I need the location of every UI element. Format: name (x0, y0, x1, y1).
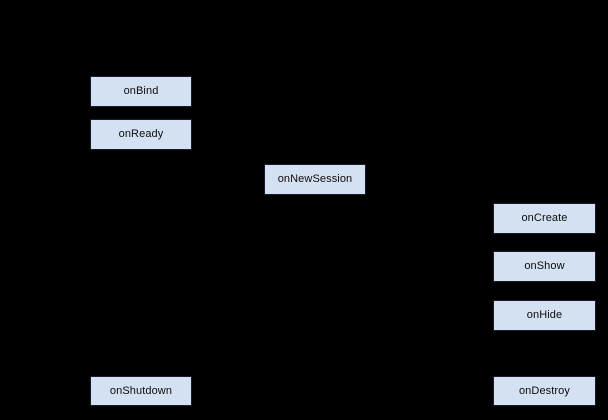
edge-onnewsession-oncreate (366, 218, 493, 219)
edge-oncreate-onshow (544, 234, 545, 251)
node-onshow[interactable]: onShow (493, 251, 596, 282)
node-label: onHide (526, 309, 563, 321)
node-label: onCreate (521, 212, 568, 224)
node-oncreate[interactable]: onCreate (493, 203, 596, 234)
node-label: onShow (524, 260, 565, 272)
edge-onhide-ondestroy (544, 330, 545, 376)
node-label: onReady (118, 128, 164, 140)
node-ondestroy[interactable]: onDestroy (493, 376, 596, 406)
edge-onready-onnewsession (140, 179, 264, 180)
node-onready[interactable]: onReady (90, 119, 192, 150)
node-label: onNewSession (277, 173, 353, 185)
edge-onshow-onhide (544, 282, 545, 300)
node-label: onShutdown (109, 384, 173, 397)
node-label: onDestroy (518, 384, 571, 397)
edge-onbind-onready (140, 107, 141, 119)
node-onshutdown[interactable]: onShutdown (90, 376, 192, 406)
node-label: onBind (123, 85, 159, 97)
edge-onready-onshutdown (140, 150, 141, 376)
node-onbind[interactable]: onBind (90, 76, 192, 107)
node-onnewsession[interactable]: onNewSession (264, 164, 366, 195)
node-onhide[interactable]: onHide (493, 300, 596, 331)
